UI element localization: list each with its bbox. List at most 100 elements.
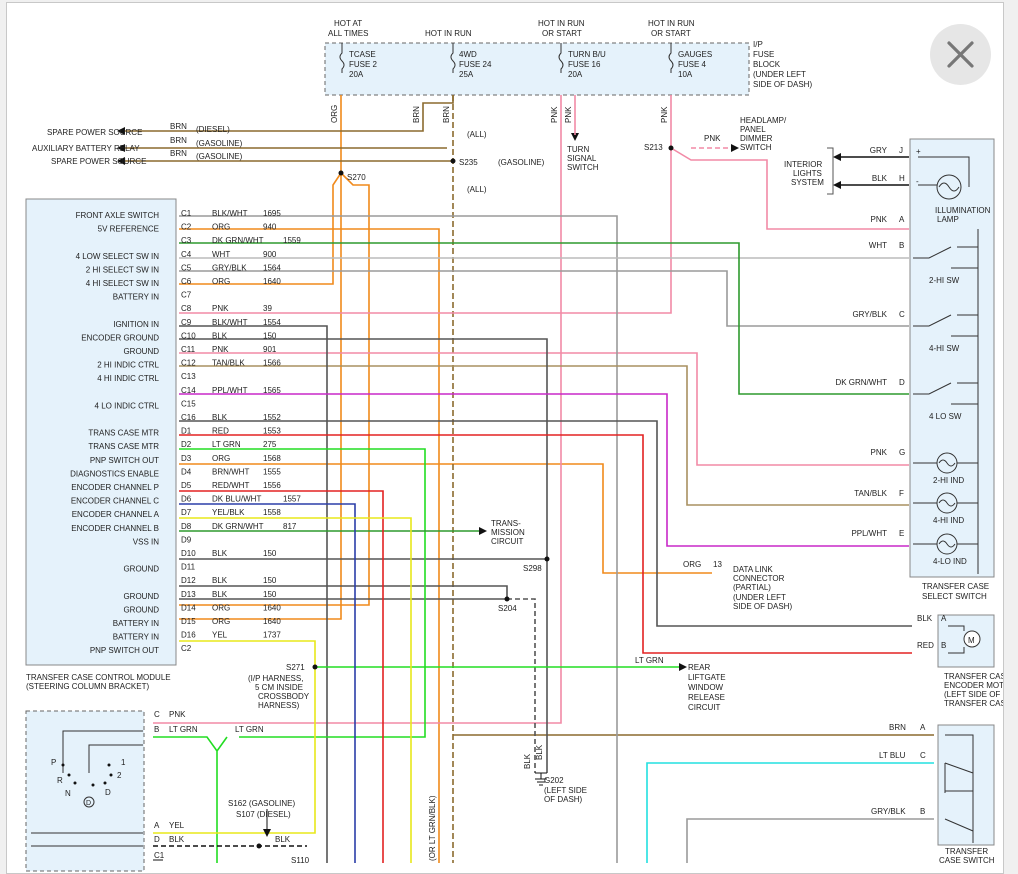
module-row-circuit: 150 — [263, 590, 277, 599]
encoder-title-2: ENCODER MOTOR — [944, 681, 1003, 690]
module-row-pin: D1 — [181, 427, 192, 436]
s271-label: S271 — [286, 663, 305, 672]
s162-label: S162 (GASOLINE) — [228, 799, 295, 808]
module-row-pin: D12 — [181, 576, 196, 585]
g202-label: G202 — [544, 776, 564, 785]
module-row-pin: D9 — [181, 535, 192, 544]
module-row-circuit: 1555 — [263, 467, 281, 476]
trans-label-1: TRANS- — [491, 519, 521, 528]
pnp-c1: C1 — [154, 851, 165, 860]
pnp-pin-b: B — [154, 725, 159, 734]
fuse-block: HOT AT ALL TIMES HOT IN RUN HOT IN RUN O… — [324, 19, 812, 96]
interior-label-2: LIGHTS — [793, 169, 822, 178]
module-row-pin: C12 — [181, 359, 196, 368]
wire-gryblk-bottom — [686, 818, 934, 863]
wire-blk-c10 — [179, 325, 328, 863]
module-row-pin: C6 — [181, 277, 192, 286]
module-row-circuit: 150 — [263, 549, 277, 558]
module-row-label: ENCODER CHANNEL P — [71, 483, 159, 492]
switch-label: 4-HI SW — [929, 344, 960, 353]
splice-s204 — [504, 596, 510, 602]
illumination-lamp-icon — [936, 174, 962, 200]
s110-label: S110 — [291, 856, 310, 865]
pnp-wire-ltgrn2: LT GRN — [235, 725, 264, 734]
close-button[interactable] — [930, 24, 991, 85]
select-pin-wire: TAN/BLK — [854, 489, 887, 498]
wire-gryblk-c — [179, 270, 909, 327]
wire-label-pnk1: PNK — [550, 106, 559, 123]
splice-s270 — [338, 170, 344, 176]
module-row-label: 2 HI SELECT SW IN — [86, 265, 159, 274]
module-row-circuit: 150 — [263, 331, 277, 340]
select-pin-wire: PNK — [871, 448, 888, 457]
brn-label-2: BRN — [170, 136, 187, 145]
spare-power-label-1: SPARE POWER SOURCE — [47, 128, 142, 137]
wire-pplwht-e — [179, 393, 909, 547]
fuse-symbol-2 — [450, 43, 456, 73]
plus-sign: + — [916, 147, 921, 156]
pos-n: N — [65, 789, 71, 798]
dlc-label-1: DATA LINK — [733, 565, 773, 574]
pnp-pin-d: D — [154, 835, 160, 844]
module-row-pin: C13 — [181, 372, 196, 381]
splice-s162 — [256, 843, 262, 849]
splice-s298 — [544, 556, 550, 562]
module-row-label: ENCODER GROUND — [81, 333, 159, 342]
wire-pnk-turn — [153, 95, 562, 724]
select-pin-letter: D — [899, 378, 905, 387]
module-row-wire: PPL/WHT — [212, 386, 248, 395]
wire-red-b — [179, 434, 912, 654]
module-row-wire: ORG — [212, 603, 230, 612]
wire-blk-a — [179, 420, 912, 627]
indicator-wiring — [913, 459, 978, 467]
brn-label-3: BRN — [170, 149, 187, 158]
fuse-4-amp: 10A — [678, 70, 693, 79]
module-row-pin: D13 — [181, 590, 196, 599]
headlamp-1: HEADLAMP/ — [740, 116, 787, 125]
fuse-2-num: FUSE 24 — [459, 60, 492, 69]
module-row-circuit: 1568 — [263, 454, 281, 463]
wire-label-pnk2: PNK — [564, 106, 573, 123]
module-row-pin: C3 — [181, 236, 192, 245]
select-pin-letter: C — [899, 310, 905, 319]
wire-yelblk-d7 — [179, 517, 412, 863]
select-pin-letter: B — [899, 241, 904, 250]
module-row-wire: BLK/WHT — [212, 318, 248, 327]
bottom-wire-brn: BRN — [889, 723, 906, 732]
s235-label: S235 — [459, 158, 478, 167]
module-row-wire: PNK — [212, 304, 229, 313]
wire-org-fuse2 — [179, 95, 342, 620]
top-labels: ORG BRN BRN PNK PNK PNK SPARE POWER SOUR… — [32, 105, 787, 194]
s271-note-2: 5 CM INSIDE — [255, 683, 303, 692]
s271-note-1: (I/P HARNESS, — [248, 674, 303, 683]
module-row-circuit: 1557 — [283, 495, 301, 504]
module-row-pin: C10 — [181, 331, 196, 340]
pos-d-circled: D — [86, 800, 91, 807]
s271-note-4: HARNESS) — [258, 701, 300, 710]
module-row-pin: C2 — [181, 644, 192, 653]
blk-label-1: BLK — [523, 753, 532, 769]
wire-redwht-d5 — [179, 490, 384, 863]
module-row-circuit: 1554 — [263, 318, 281, 327]
module-row-pin: C1 — [181, 209, 192, 218]
select-pin-wire: BLK — [872, 174, 888, 183]
bottom-switch-title-2: CASE SWITCH — [939, 856, 995, 865]
module-row-circuit: 1640 — [263, 277, 281, 286]
encoder-wire-b: RED — [917, 641, 934, 650]
headlamp-wire-label: PNK — [704, 134, 721, 143]
wire-blk-d12 — [179, 585, 508, 599]
wire-label-brn2: BRN — [442, 106, 451, 123]
module-row-wire: BLK — [212, 590, 228, 599]
pnp-pin-c: C — [154, 710, 160, 719]
all-label-1: (ALL) — [467, 130, 487, 139]
module-row-label: 4 LO INDIC CTRL — [95, 401, 160, 410]
module-row-label: ENCODER CHANNEL A — [72, 510, 160, 519]
arrow-trans — [479, 527, 487, 535]
select-pin-wire: WHT — [869, 241, 887, 250]
rear-label-4: RELEASE — [688, 693, 725, 702]
encoder-motor: BLK A RED B M TRANSFER CASE ENCODER MOTO… — [917, 614, 1003, 708]
minus-sign: - — [916, 177, 919, 186]
module-row-circuit: 1559 — [283, 236, 301, 245]
module-row-circuit: 1640 — [263, 603, 281, 612]
